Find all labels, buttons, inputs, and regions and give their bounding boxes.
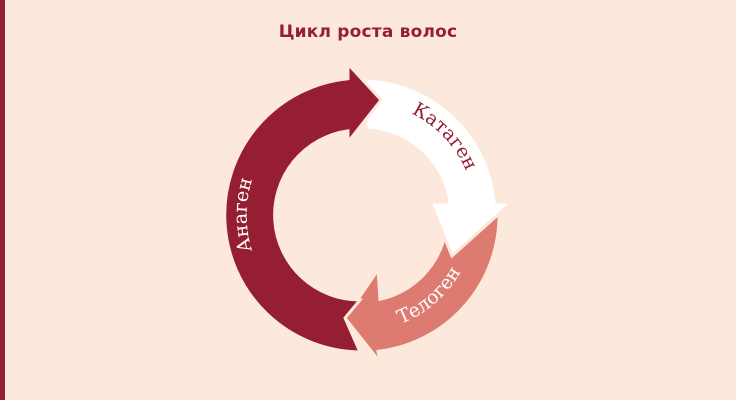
anagen-arrow xyxy=(223,60,383,354)
diagram-title: Цикл роста волос xyxy=(278,22,458,42)
katagen-arrow xyxy=(364,76,516,259)
left-accent-stripe xyxy=(0,0,5,400)
